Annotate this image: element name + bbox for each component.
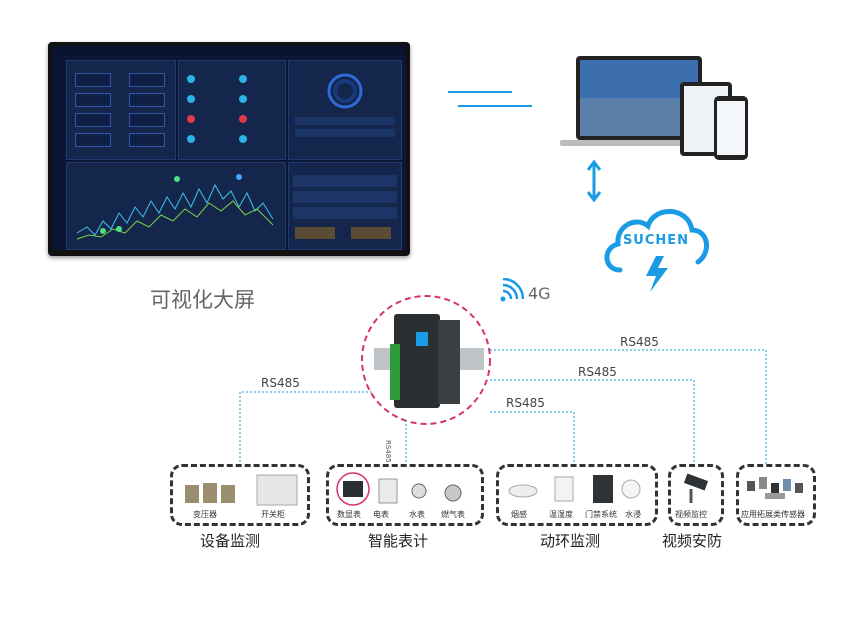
gauge-graphic	[295, 73, 395, 137]
item-water-meter: 水表	[409, 510, 425, 519]
equipment-icons	[185, 474, 298, 506]
link-line-bottom	[458, 105, 532, 107]
bidirectional-arrow-icon	[586, 159, 602, 203]
camera-icon	[683, 473, 709, 503]
client-devices	[560, 56, 748, 160]
link-label-4: RS485	[620, 335, 659, 349]
item-digital-meter: 数显表	[337, 510, 361, 519]
item-water-leak: 水浸	[625, 510, 641, 519]
gateway-device	[361, 295, 491, 425]
link-line-top	[448, 91, 512, 93]
group-video-box: 视频监控	[668, 464, 724, 526]
dashboard-header	[52, 46, 406, 56]
item-smoke-sensor: 烟感	[511, 510, 527, 519]
group-title-meters: 智能表计	[368, 532, 429, 550]
screen-caption: 可视化大屏	[150, 288, 255, 312]
meter-icons	[336, 472, 462, 506]
network-label: 4G	[528, 284, 551, 303]
device-status-panel	[66, 60, 176, 160]
item-temp-humidity: 温湿度	[549, 510, 573, 519]
cloud-icon	[604, 209, 709, 292]
item-video-surveillance: 视频监控	[675, 510, 707, 519]
wireless-signal-icon	[500, 278, 524, 302]
stats-panel	[288, 162, 402, 250]
group-title-video: 视频安防	[662, 532, 723, 550]
item-transformer: 变压器	[193, 510, 217, 519]
dashboard-sidebar	[52, 56, 62, 250]
group-sensors-box: 应用拓展类传感器	[736, 464, 816, 526]
link-label-1: RS485	[261, 376, 300, 390]
link-label-2: RS485	[506, 396, 545, 410]
trend-chart	[76, 174, 274, 240]
item-extension-sensors: 应用拓展类传感器	[741, 510, 805, 519]
item-switchgear: 开关柜	[261, 510, 285, 519]
group-title-environment: 动环监测	[540, 532, 601, 550]
group-meters-box: 数显表 电表 水表 燃气表	[326, 464, 484, 526]
environment-icons	[508, 475, 641, 503]
sensor-icons	[747, 477, 803, 499]
item-access-control: 门禁系统	[585, 510, 617, 519]
item-electric-meter: 电表	[373, 510, 389, 519]
trend-chart-panel	[66, 162, 286, 250]
group-environment-box: 烟感 温湿度 门禁系统 水浸	[496, 464, 658, 526]
group-title-equipment: 设备监测	[200, 532, 261, 550]
cloud-brand-label: SUCHEN	[622, 233, 690, 248]
group-equipment-box: 变压器 开关柜	[170, 464, 310, 526]
dashboard-screen	[52, 46, 406, 250]
sensor-status-panel	[178, 60, 286, 160]
link-label-3: RS485	[578, 365, 617, 379]
item-gas-meter: 燃气表	[441, 510, 465, 519]
gauge-panel	[288, 60, 402, 160]
dashboard-display	[48, 42, 410, 256]
